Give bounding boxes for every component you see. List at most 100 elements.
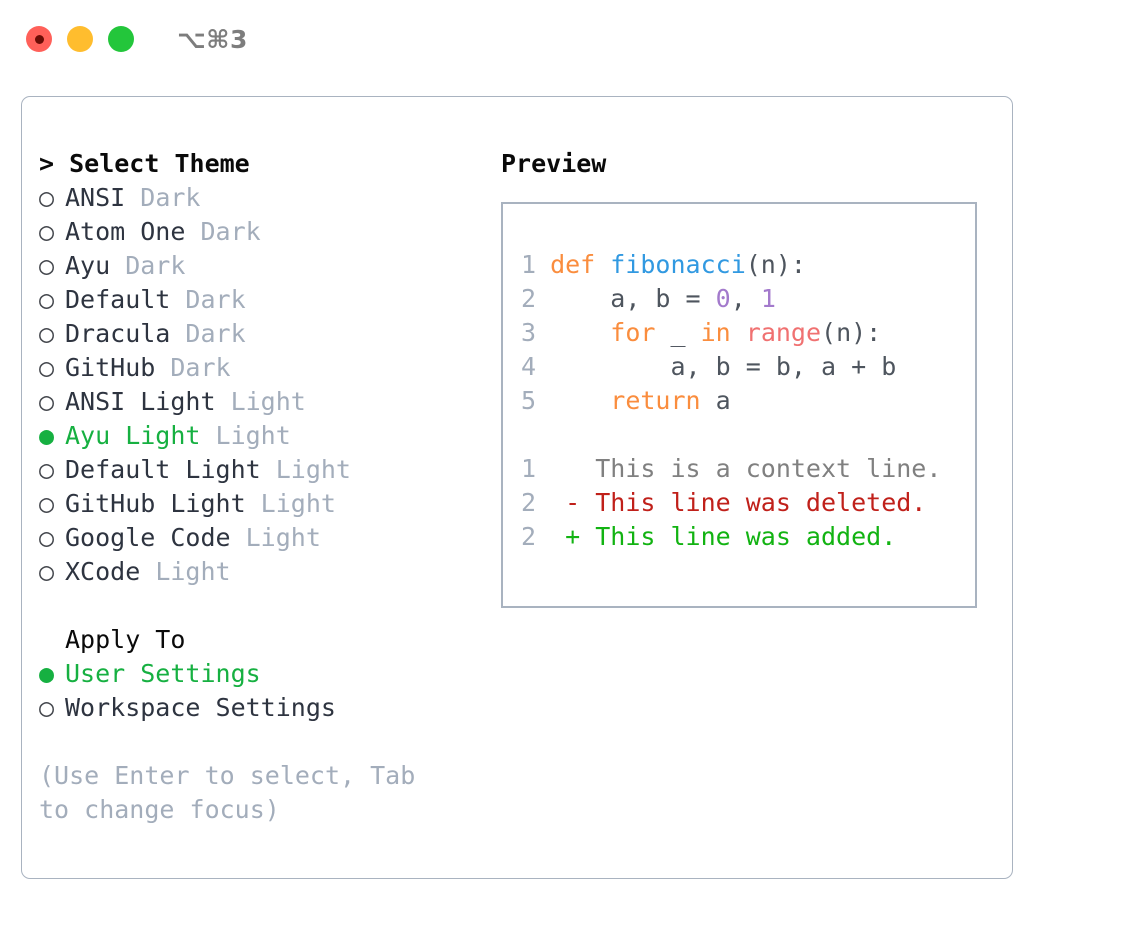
theme-option-ayu-light[interactable]: ● Ayu Light Light: [39, 419, 479, 453]
theme-option-ansi-light[interactable]: ○ANSI Light Light: [39, 385, 479, 419]
theme-option-default-light[interactable]: ○ Default Light Light: [39, 453, 479, 487]
radio-selected-icon: ●: [39, 421, 55, 450]
theme-option-ansi[interactable]: ○ ANSI Dark: [39, 181, 479, 215]
diff-text: This is a context line.: [595, 454, 942, 483]
code-token-bi: range: [745, 318, 822, 347]
radio-unselected-icon: ○: [39, 319, 55, 348]
theme-option-xcode[interactable]: ○ XCode Light: [39, 555, 479, 589]
theme-option-label: Dracula: [65, 319, 171, 348]
theme-selector-column: > Select Theme ○ANSI Dark○Atom One Dark○…: [39, 147, 479, 827]
apply-to-option-user-settings[interactable]: ● User Settings: [39, 657, 479, 691]
code-token-fn: fibonacci: [610, 250, 746, 279]
code-token-kw: def: [550, 250, 611, 279]
diff-marker: -: [535, 488, 596, 517]
diff-marker: +: [535, 522, 596, 551]
theme-option-label: Ayu Light: [65, 421, 201, 450]
theme-option-atom-one[interactable]: ○Atom One Dark: [39, 215, 479, 249]
theme-option-kind-badge: Light: [140, 557, 231, 586]
theme-option-github-light[interactable]: ○GitHub Light Light: [39, 487, 479, 521]
page-title: > Select Theme: [39, 149, 250, 178]
diff-line-ctx: 1 This is a context line.: [521, 452, 975, 486]
radio-unselected-icon: ○: [39, 557, 55, 586]
line-number: 2: [521, 522, 537, 551]
code-spacer: [521, 418, 975, 452]
theme-option-label: Default Light: [65, 455, 261, 484]
apply-to-option-workspace-settings[interactable]: ○ Workspace Settings: [39, 691, 479, 725]
theme-option-default[interactable]: ○ Default Dark: [39, 283, 479, 317]
titlebar: ⌥⌘3: [0, 0, 1140, 78]
radio-unselected-icon: ○: [39, 455, 55, 484]
code-token-pun: (n):: [821, 318, 882, 347]
keyboard-shortcut-label: ⌥⌘3: [177, 24, 248, 54]
radio-unselected-icon: ○: [39, 693, 55, 722]
theme-option-kind-badge: Dark: [170, 285, 246, 314]
maximize-icon[interactable]: [108, 26, 134, 52]
code-token-var: [550, 386, 610, 415]
code-token-var: a: [700, 386, 731, 415]
diff-text: This line was added.: [595, 522, 897, 551]
theme-option-github[interactable]: ○GitHub Dark: [39, 351, 479, 385]
radio-unselected-icon: ○: [39, 217, 55, 246]
close-icon[interactable]: [26, 26, 52, 52]
code-token-num: 1: [760, 284, 776, 313]
theme-option-label: GitHub Light: [65, 489, 246, 518]
code-token-var: ,: [730, 284, 761, 313]
theme-option-kind-badge: Light: [260, 455, 351, 484]
code-token-var: _: [655, 318, 701, 347]
minimize-icon[interactable]: [67, 26, 93, 52]
radio-unselected-icon: ○: [39, 387, 55, 416]
spacer: [39, 589, 479, 623]
theme-option-label: ANSI: [65, 183, 126, 212]
radio-unselected-icon: ○: [39, 285, 55, 314]
theme-option-kind-badge: Dark: [110, 251, 186, 280]
theme-option-kind-badge: Dark: [155, 353, 231, 382]
diff-marker: [535, 454, 595, 483]
code-token-var: a, b =: [550, 284, 716, 313]
apply-to-option-label: Workspace Settings: [65, 693, 336, 722]
line-number: 2: [521, 284, 537, 313]
code-token-var: a, b = b, a + b: [550, 352, 897, 381]
preview-column: Preview 1 def fibonacci(n):2 a, b = 0, 1…: [501, 147, 991, 608]
diff-text: This line was deleted.: [595, 488, 927, 517]
radio-unselected-icon: ○: [39, 183, 55, 212]
radio-unselected-icon: ○: [39, 353, 55, 382]
radio-selected-icon: ●: [39, 659, 55, 688]
diff-line-del: 2 - This line was deleted.: [521, 486, 975, 520]
keyboard-hint: (Use Enter to select, Tab to change focu…: [39, 761, 431, 824]
line-number: 1: [521, 250, 537, 279]
theme-option-kind-badge: Light: [245, 489, 336, 518]
code-line: 2 a, b = 0, 1: [521, 282, 975, 316]
line-number: 5: [521, 386, 537, 415]
apply-to-label: Apply To: [65, 625, 186, 654]
radio-unselected-icon: ○: [39, 523, 55, 552]
theme-option-kind-badge: Dark: [170, 319, 246, 348]
theme-option-label: XCode: [65, 557, 141, 586]
theme-option-ayu[interactable]: ○Ayu Dark: [39, 249, 479, 283]
apply-to-option-label: User Settings: [65, 659, 261, 688]
theme-option-kind-badge: Dark: [125, 183, 201, 212]
code-token-kw: in: [700, 318, 731, 347]
line-number: 1: [521, 454, 537, 483]
theme-option-kind-badge: Light: [230, 523, 321, 552]
code-token-num: 0: [715, 284, 731, 313]
code-token-kw: for: [610, 318, 656, 347]
apply-to-list: ● User Settings ○ Workspace Settings: [39, 657, 479, 725]
theme-option-google-code[interactable]: ○Google Code Light: [39, 521, 479, 555]
theme-option-label: Default: [65, 285, 171, 314]
code-token-kw: return: [610, 386, 701, 415]
theme-list: ○ANSI Dark○Atom One Dark○Ayu Dark○Defaul…: [39, 181, 479, 589]
theme-option-dracula[interactable]: ○ Dracula Dark: [39, 317, 479, 351]
code-token-pun: (n):: [745, 250, 806, 279]
theme-option-kind-badge: Light: [200, 421, 291, 450]
line-number: 2: [521, 488, 537, 517]
theme-option-kind-badge: Dark: [185, 217, 261, 246]
content-frame: > Select Theme ○ANSI Dark○Atom One Dark○…: [21, 96, 1013, 879]
preview-title: Preview: [501, 149, 607, 178]
code-token-var: [731, 318, 746, 347]
code-line: 3 for _ in range(n):: [521, 316, 975, 350]
theme-option-kind-badge: Light: [215, 387, 306, 416]
code-token-var: [550, 318, 610, 347]
theme-option-label: Ayu: [65, 251, 111, 280]
